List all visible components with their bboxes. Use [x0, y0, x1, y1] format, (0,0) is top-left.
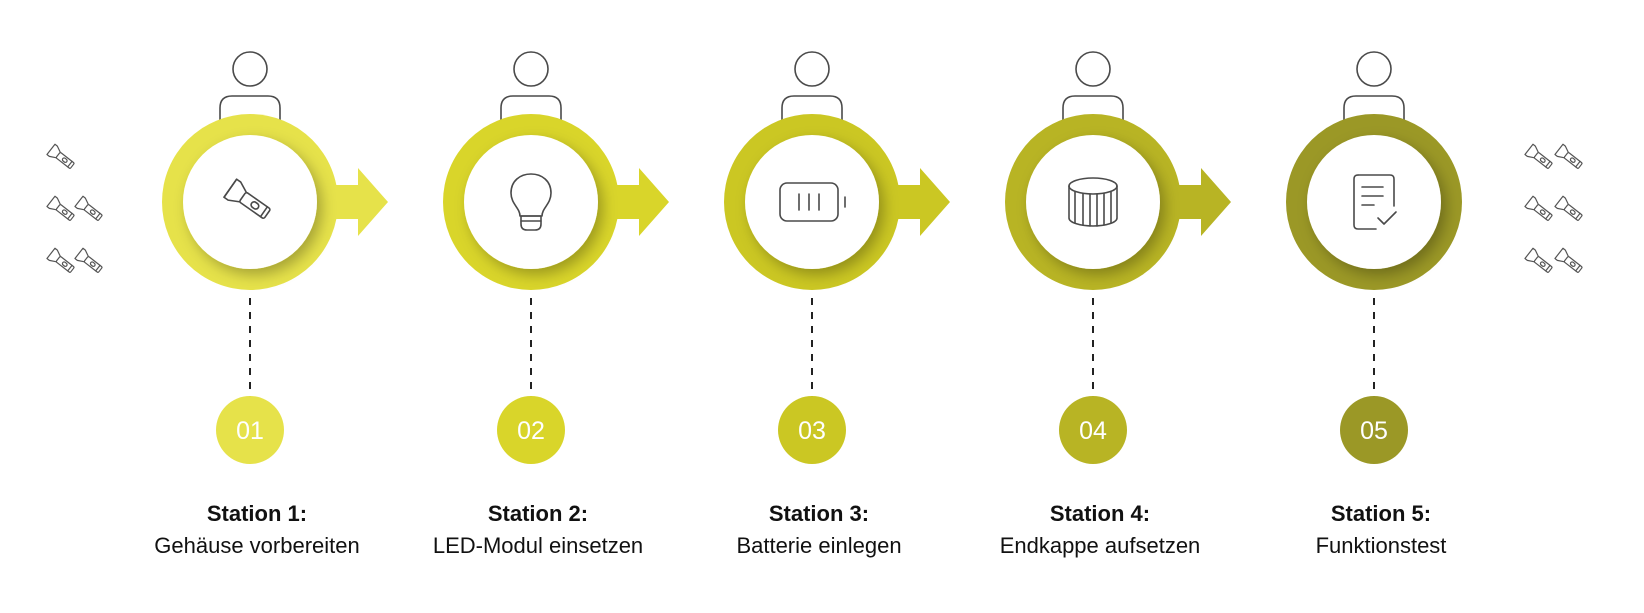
mini-flashlight-icon	[74, 195, 105, 224]
station-number-badge	[497, 396, 565, 464]
mini-flashlight-icon	[1554, 195, 1585, 224]
mini-flashlight-icon	[46, 143, 77, 172]
station-number: 02	[517, 417, 545, 445]
flow-arrow	[320, 168, 388, 236]
mini-flashlight-icon	[1524, 195, 1555, 224]
mini-flashlight-icon	[46, 247, 77, 276]
station-icon-disc	[1026, 135, 1160, 269]
station-icon-disc	[183, 135, 317, 269]
station-title: Station 5:	[1331, 501, 1431, 526]
station-icon-disc	[745, 135, 879, 269]
mini-flashlight-icon	[46, 195, 77, 224]
station-description: Funktionstest	[1316, 533, 1447, 558]
station-number: 03	[798, 417, 826, 445]
flow-arrow	[1163, 168, 1231, 236]
station-number: 05	[1360, 417, 1388, 445]
station-number-badge	[778, 396, 846, 464]
station-number-badge	[1340, 396, 1408, 464]
station-title: Station 4:	[1050, 501, 1150, 526]
flashlight-group-icon	[1524, 143, 1585, 276]
station-icon-disc	[1307, 135, 1441, 269]
flow-arrow	[882, 168, 950, 236]
station-number-badge	[216, 396, 284, 464]
station-number-badge	[1059, 396, 1127, 464]
mini-flashlight-icon	[1524, 247, 1555, 276]
station-number: 04	[1079, 417, 1107, 445]
station-title: Station 2:	[488, 501, 588, 526]
station-title: Station 3:	[769, 501, 869, 526]
station-title: Station 1:	[207, 501, 307, 526]
station-description: Gehäuse vorbereiten	[154, 533, 359, 558]
station-description: Endkappe aufsetzen	[1000, 533, 1201, 558]
station-description: LED-Modul einsetzen	[433, 533, 643, 558]
flashlight-group-icon	[46, 143, 105, 276]
mini-flashlight-icon	[1554, 143, 1585, 172]
station-icon-disc	[464, 135, 598, 269]
mini-flashlight-icon	[74, 247, 105, 276]
station-number: 01	[236, 417, 264, 445]
station-description: Batterie einlegen	[736, 533, 901, 558]
flow-arrow	[601, 168, 669, 236]
mini-flashlight-icon	[1554, 247, 1585, 276]
mini-flashlight-icon	[1524, 143, 1555, 172]
